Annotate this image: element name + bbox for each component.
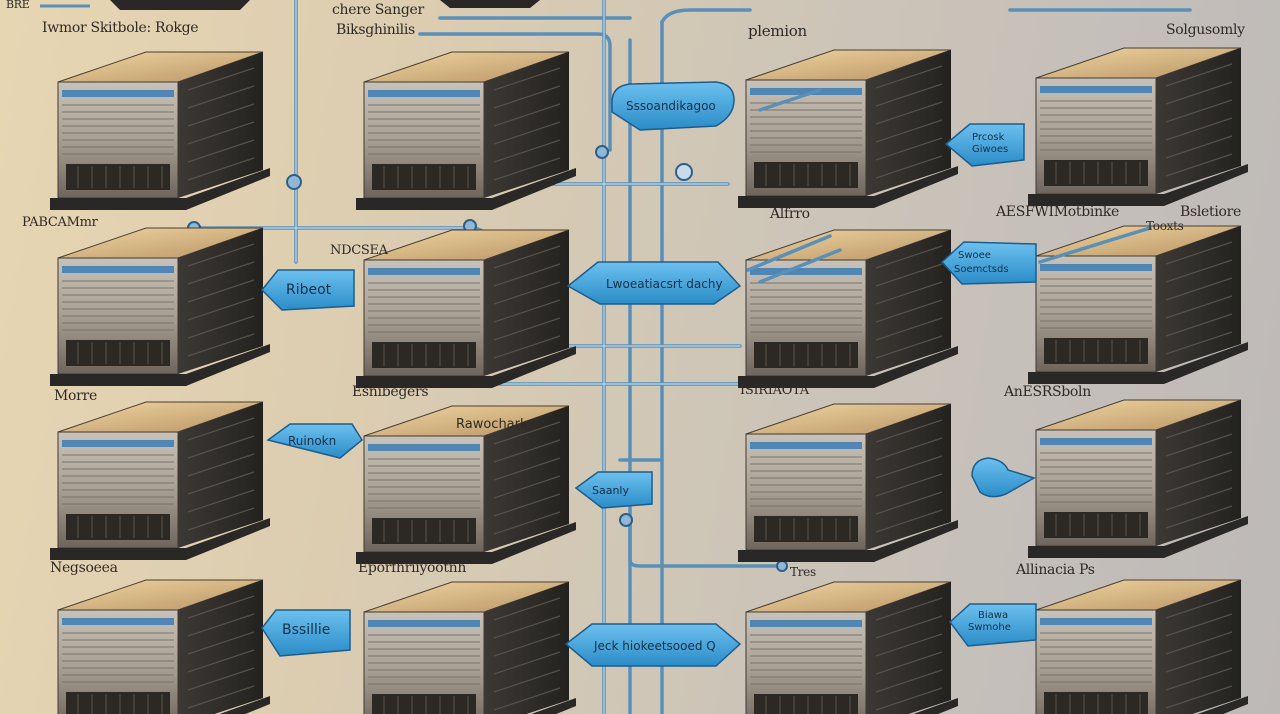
callout-c5b: Soemctsds <box>954 264 1009 275</box>
overlay-lines <box>746 88 1152 284</box>
server-r4-c3 <box>737 581 959 714</box>
label-col4-row4: Allinacia Ps <box>1015 562 1095 578</box>
label-col1-row3: Morre <box>54 388 97 404</box>
callout-c11b: Swmohe <box>968 622 1011 633</box>
server-r4-c4 <box>1027 579 1249 714</box>
callout-c9: Bssillie <box>282 622 330 638</box>
partial-servers-top <box>40 0 540 10</box>
callout-c11a: Biawa <box>978 610 1008 621</box>
server-r3-c1 <box>49 401 271 561</box>
label-top-left: BRE <box>6 0 30 11</box>
label-col2-row4: Eporfhriiyootnh <box>358 560 466 576</box>
label-col3-row1: plemion <box>748 22 808 40</box>
label-col3-row3: ISIRIAOTA <box>740 383 810 398</box>
label-col2-row0: chere Sanger <box>332 2 424 18</box>
callout-c2a: Prcosk <box>972 132 1005 143</box>
label-col2-row1: Biksghinilis <box>336 22 415 38</box>
label-col3-row2: Alfrro <box>769 206 810 222</box>
label-col4-row1: Solgusomly <box>1166 22 1245 38</box>
callout-c1: Sssoandikagoo <box>626 99 716 113</box>
label-col1-row2: PABCAMmr <box>22 215 99 230</box>
label-col4-row2b: Bsletiore <box>1180 204 1241 220</box>
server-r2-c2 <box>355 229 577 389</box>
server-r4-c2 <box>355 581 577 714</box>
label-col4-row2c: Tooxts <box>1146 219 1184 233</box>
label-col1-row1: Iwmor Skitbole: Rokge <box>42 20 198 36</box>
server-r1-c2 <box>355 51 577 211</box>
server-r2-c3 <box>737 229 959 389</box>
connector-nodes <box>187 145 788 572</box>
server-grid <box>49 47 1249 714</box>
server-r4-c1 <box>49 579 271 714</box>
label-col2-row3: Esnibegers <box>352 384 428 400</box>
callout-c5a: Swoee <box>958 250 991 261</box>
server-r2-c1 <box>49 227 271 387</box>
label-col3-row4: Tres <box>790 565 816 579</box>
callout-c4: Lwoeatiacsrt dachy <box>606 277 723 291</box>
callout-c3: Ribeot <box>286 282 332 298</box>
callout-c10: Jeck hiokeetsooed Q <box>593 639 716 653</box>
server-r1-c4 <box>1027 47 1249 207</box>
label-col1-row4: Negsoeea <box>50 560 118 576</box>
label-col4-row2a: AESFWIMotbinke <box>995 204 1119 220</box>
label-col4-row3: AnESRSboln <box>1003 384 1091 400</box>
server-r1-c3 <box>737 49 959 209</box>
callout-c8: Saanly <box>592 484 629 497</box>
callout-c7: Rawochark <box>456 417 528 432</box>
server-r3-c3 <box>737 403 959 563</box>
label-col2-row2: NDCSEA <box>330 243 389 258</box>
callouts <box>260 81 1037 667</box>
server-r2-c4 <box>1027 225 1249 385</box>
server-r3-c4 <box>1027 399 1249 559</box>
callout-c2b: Giwoes <box>972 144 1008 155</box>
server-r1-c1 <box>49 51 271 211</box>
callout-c6: Ruinokn <box>288 434 336 448</box>
